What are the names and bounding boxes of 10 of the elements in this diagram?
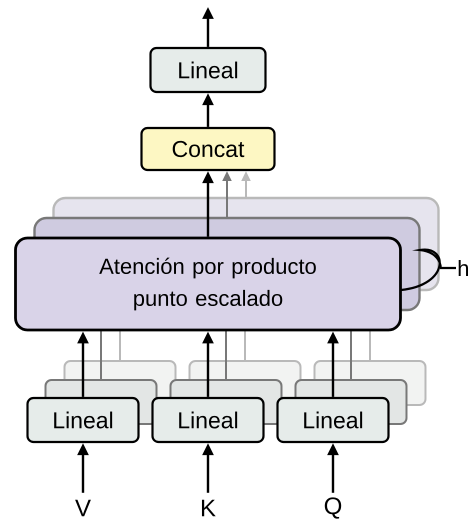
linear-box: Lineal — [276, 396, 390, 444]
linear-box: Lineal — [26, 396, 140, 444]
input-label: Q — [324, 497, 342, 519]
input-label: V — [75, 500, 91, 516]
attention-box: Atención por producto punto escalado — [14, 236, 402, 332]
linear-box: Lineal — [151, 396, 265, 444]
input-label: K — [202, 500, 216, 516]
linear-box: Lineal — [149, 46, 267, 94]
head-count-label: h — [458, 260, 468, 276]
concat-box: Concat — [140, 126, 276, 172]
